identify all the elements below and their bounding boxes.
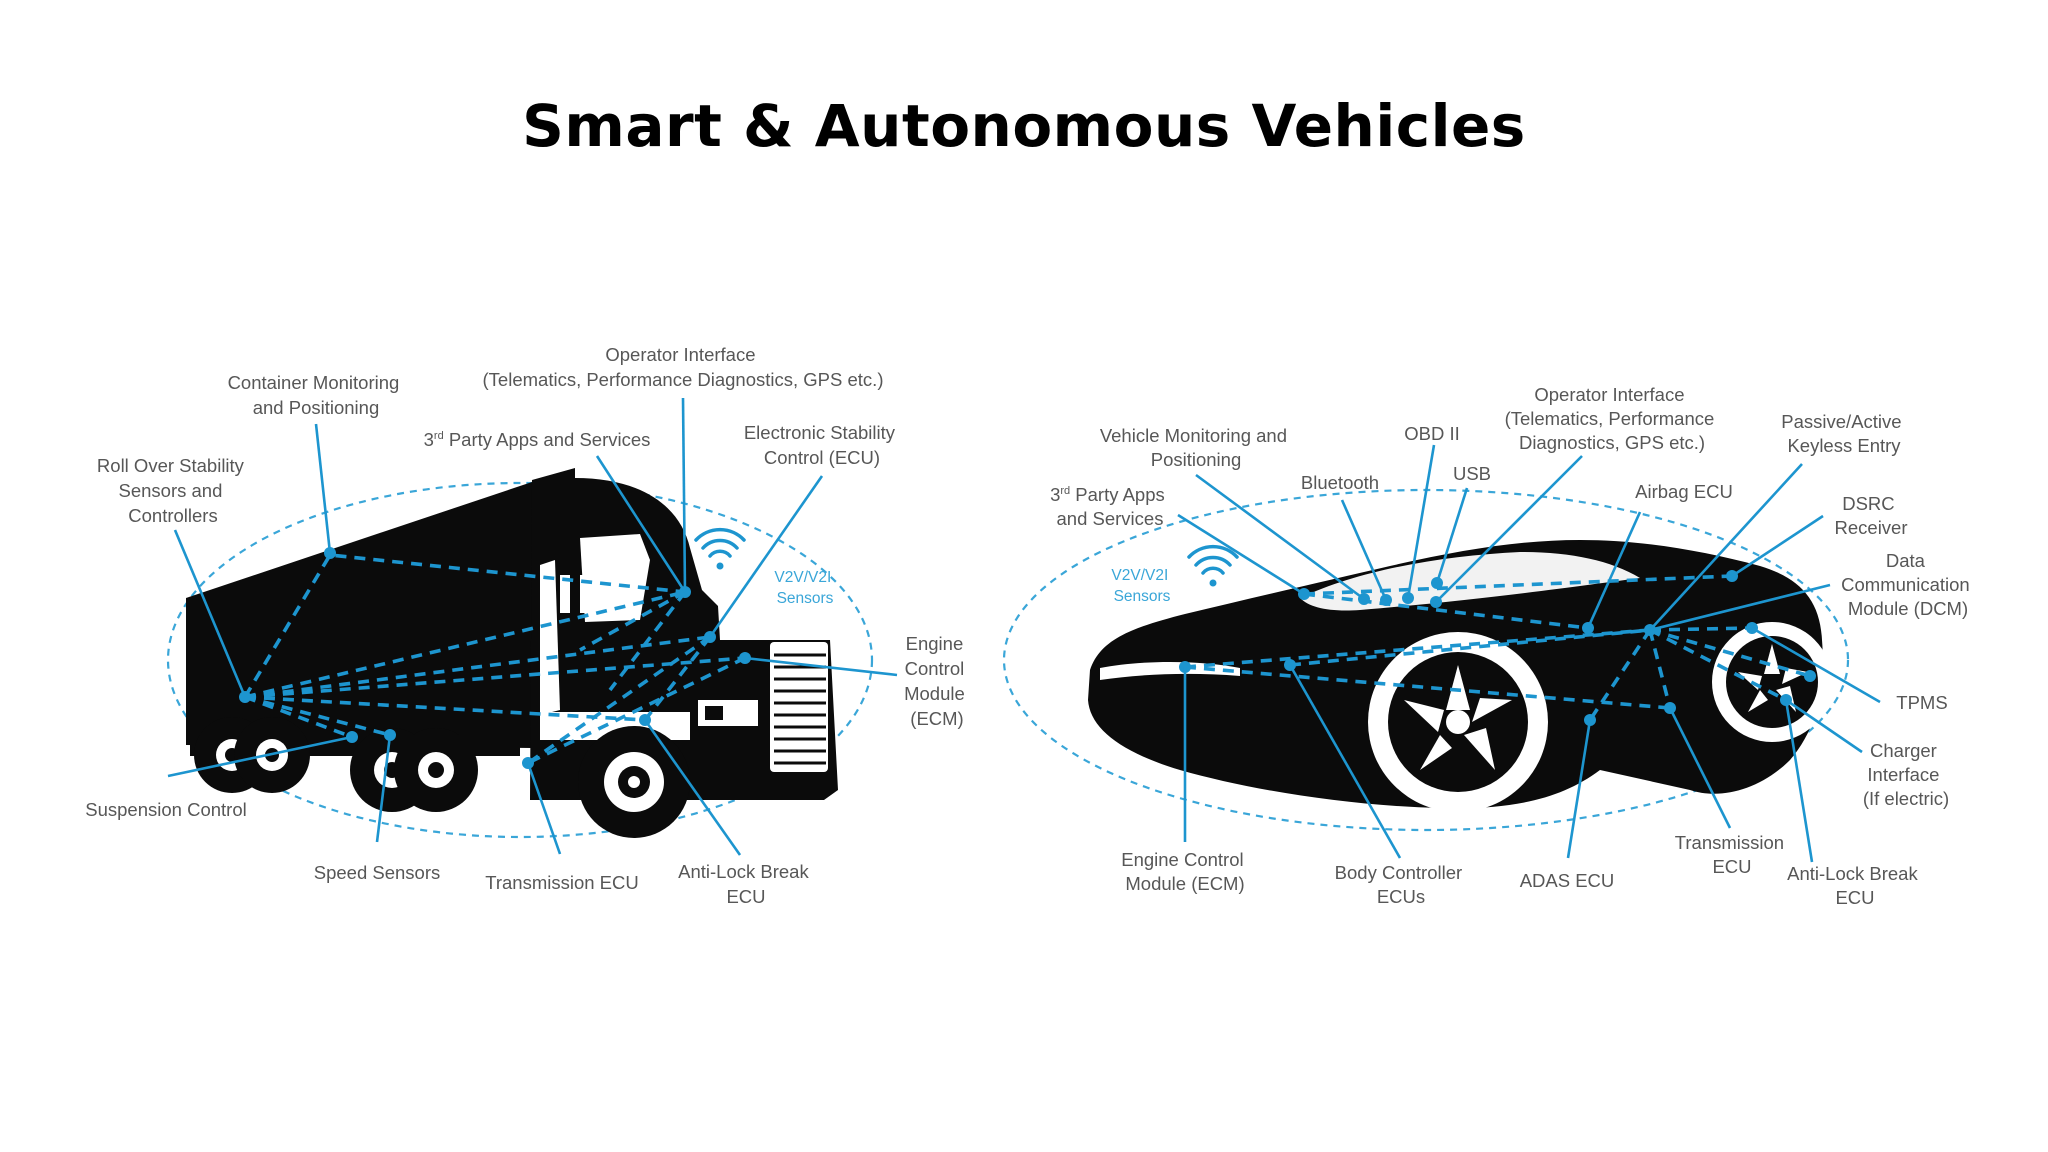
label-keyless-entry: Passive/Active Keyless Entry xyxy=(1781,411,1906,456)
truck-leader-lines xyxy=(167,397,898,856)
trailer-body xyxy=(186,482,532,748)
car-leader-lines xyxy=(1177,444,1881,863)
label-operator-interface-car: Operator Interface (Telematics, Performa… xyxy=(1505,384,1720,453)
truck-wheels xyxy=(194,717,690,838)
label-transmission-car: Transmission ECU xyxy=(1675,832,1789,877)
page-title: Smart & Autonomous Vehicles xyxy=(522,92,1526,160)
label-body-controller: Body Controller ECUs xyxy=(1335,862,1468,907)
label-v2v-truck: V2V/V2I Sensors xyxy=(774,569,835,607)
label-airbag: Airbag ECU xyxy=(1635,481,1733,502)
label-adas: ADAS ECU xyxy=(1520,870,1615,891)
label-engine-control-car: Engine Control Module (ECM) xyxy=(1121,849,1249,894)
label-obd: OBD II xyxy=(1404,423,1460,444)
label-dsrc: DSRC Receiver xyxy=(1835,493,1908,538)
label-bluetooth: Bluetooth xyxy=(1301,472,1379,493)
car-illustration xyxy=(1002,488,1850,832)
wifi-icon xyxy=(694,527,746,570)
label-suspension-control: Suspension Control xyxy=(85,799,246,820)
label-transmission-truck: Transmission ECU xyxy=(485,872,639,893)
label-antilock-car: Anti-Lock Break ECU xyxy=(1787,863,1923,908)
truck-labels: Container Monitoring and Positioning Ope… xyxy=(85,344,970,907)
label-tpms: TPMS xyxy=(1896,692,1947,713)
label-roll-over: Roll Over Stability Sensors and Controll… xyxy=(97,455,249,526)
label-usb: USB xyxy=(1453,463,1491,484)
label-electronic-stability: Electronic Stability Control (ECU) xyxy=(744,422,900,468)
label-container-monitoring: Container Monitoring and Positioning xyxy=(228,372,405,418)
truck-illustration xyxy=(166,468,874,839)
label-speed-sensors: Speed Sensors xyxy=(314,862,441,883)
label-third-party-truck: 3rd Party Apps and Services xyxy=(424,429,651,450)
label-charger-interface: Charger Interface (If electric) xyxy=(1863,740,1949,809)
truck-network-oval xyxy=(166,481,874,839)
label-v2v-car: V2V/V2I Sensors xyxy=(1111,567,1172,605)
label-dcm: Data Communication Module (DCM) xyxy=(1841,550,1975,619)
label-engine-control-truck: Engine Control Module (ECM) xyxy=(904,633,970,729)
label-third-party-car: 3rd Party Apps and Services xyxy=(1050,484,1170,529)
car-labels: Vehicle Monitoring and Positioning OBD I… xyxy=(1050,384,1975,908)
wifi-icon xyxy=(1187,544,1239,587)
label-vehicle-monitoring: Vehicle Monitoring and Positioning xyxy=(1100,425,1292,470)
label-antilock-truck: Anti-Lock Break ECU xyxy=(678,861,814,907)
label-operator-interface-truck: Operator Interface (Telematics, Performa… xyxy=(483,344,884,390)
